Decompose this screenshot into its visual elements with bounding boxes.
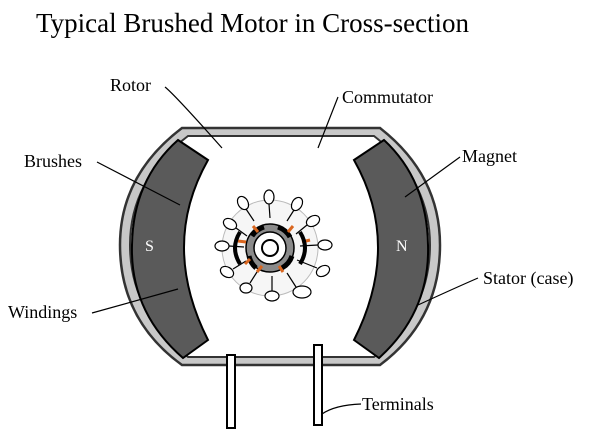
brush-left xyxy=(233,230,242,266)
diagram-title: Typical Brushed Motor in Cross-section xyxy=(36,8,470,38)
pole-label-north: N xyxy=(396,238,408,255)
commutator xyxy=(245,223,295,273)
label-terminals: Terminals xyxy=(362,394,434,414)
label-stator: Stator (case) xyxy=(483,268,573,289)
label-magnet: Magnet xyxy=(462,146,517,166)
brush-right xyxy=(298,230,307,266)
magnet-north xyxy=(352,138,430,360)
label-windings: Windings xyxy=(8,302,77,322)
leader-lines xyxy=(91,86,479,415)
label-commutator: Commutator xyxy=(342,87,433,107)
magnet-south xyxy=(130,138,210,360)
label-rotor: Rotor xyxy=(110,75,151,95)
windings xyxy=(214,189,333,302)
label-brushes: Brushes xyxy=(24,151,82,171)
pole-label-south: S xyxy=(145,238,154,255)
terminals xyxy=(226,344,323,429)
